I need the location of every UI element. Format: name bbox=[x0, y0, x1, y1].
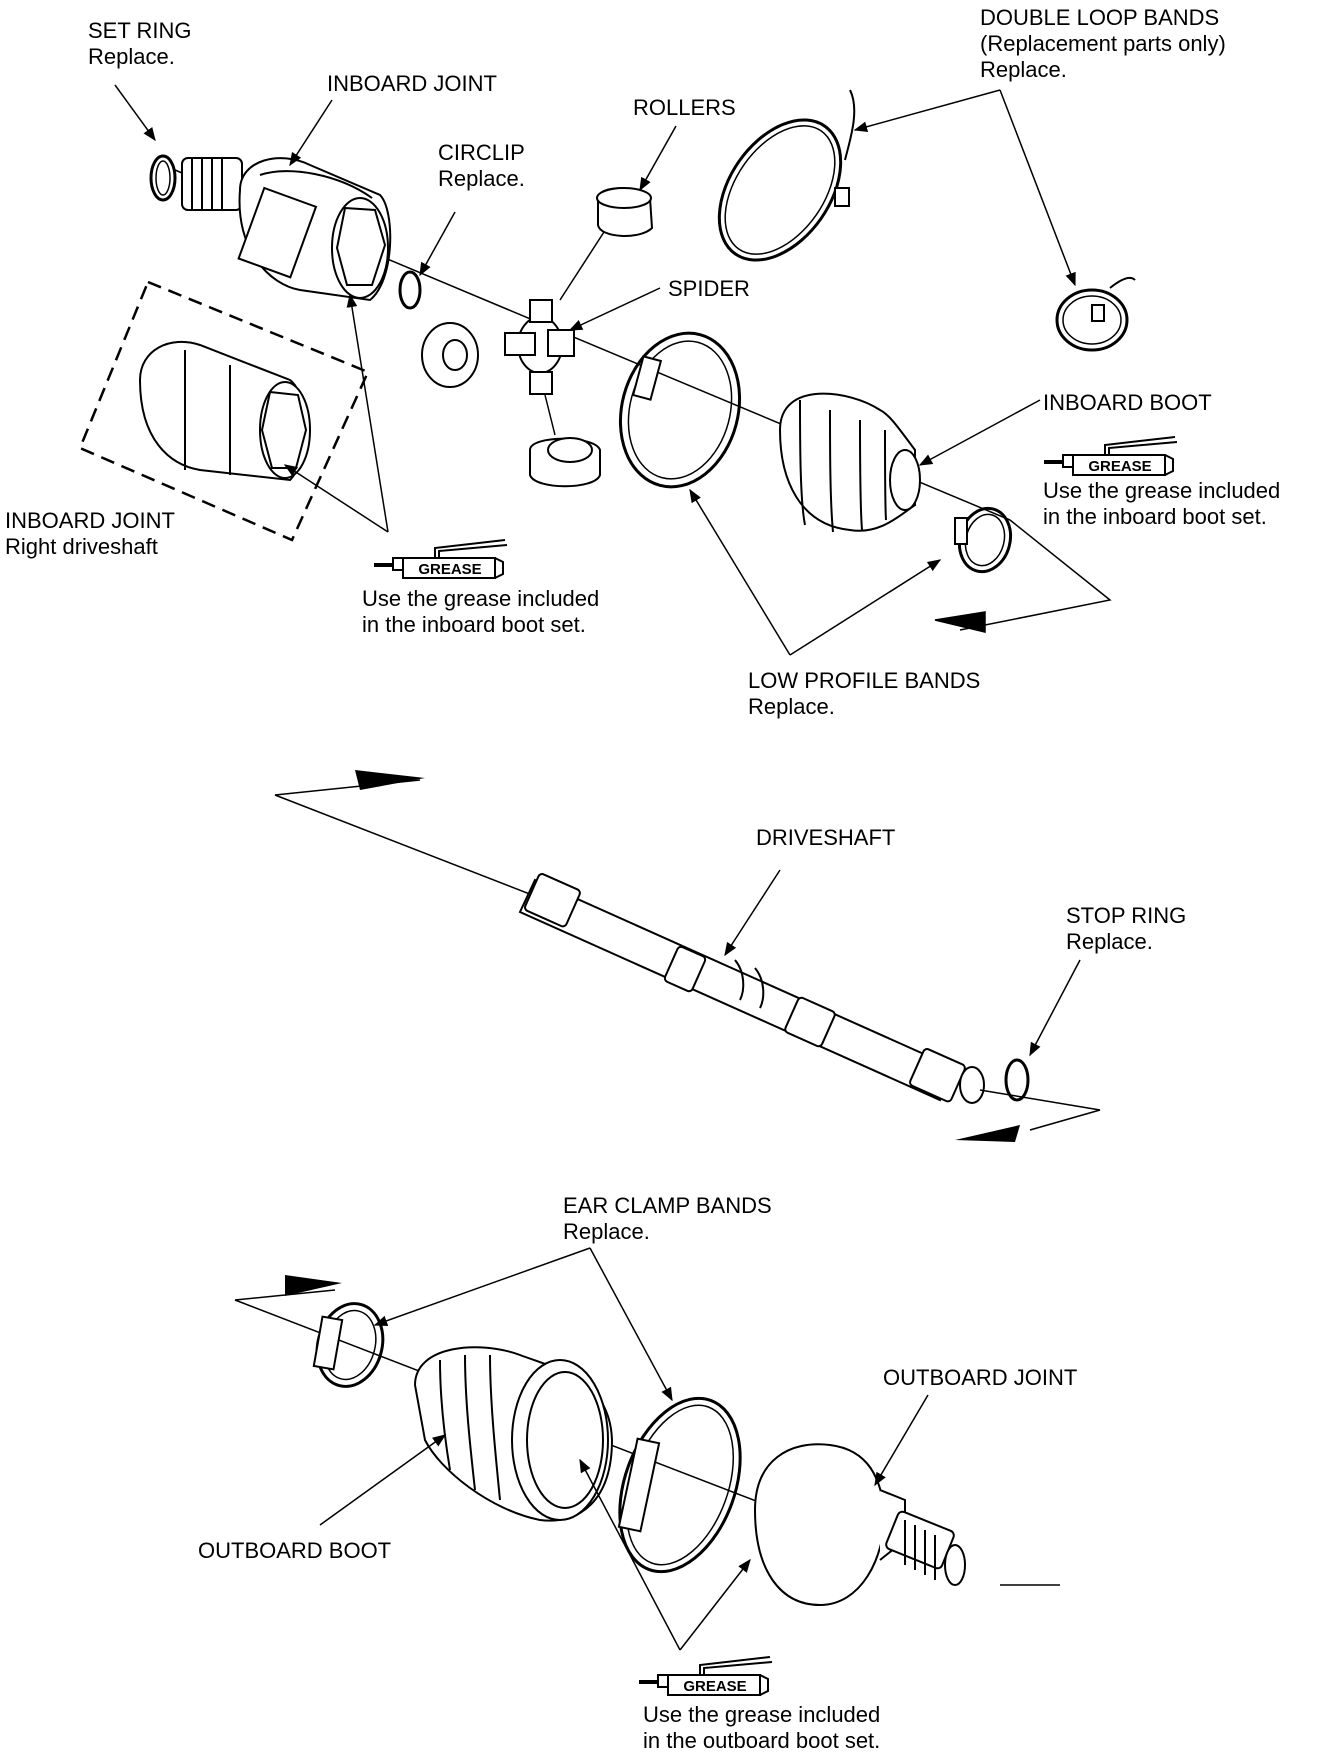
ear-clamp-bands-note: Replace. bbox=[563, 1219, 650, 1244]
inboard-joint-right-part bbox=[78, 280, 370, 542]
grease-tube-icon: GREASE bbox=[374, 539, 508, 579]
ear-clamp-bands-name: EAR CLAMP BANDS bbox=[563, 1193, 772, 1218]
bottom-leader-lines bbox=[319, 1247, 929, 1651]
inboard-joint-right-note: Right driveshaft bbox=[5, 534, 158, 559]
circlip-name: CIRCLIP bbox=[438, 140, 525, 165]
set-ring-note: Replace. bbox=[88, 44, 175, 69]
label-inboard-joint-right: INBOARD JOINT Right driveshaft bbox=[5, 508, 175, 560]
spider-name: SPIDER bbox=[668, 276, 750, 301]
roller-part-1 bbox=[421, 322, 479, 388]
outboard-joint-part bbox=[753, 1443, 966, 1607]
label-rollers: ROLLERS bbox=[633, 95, 736, 121]
low-profile-bands-name: LOW PROFILE BANDS bbox=[748, 668, 981, 693]
label-outboard-joint: OUTBOARD JOINT bbox=[883, 1365, 1077, 1391]
set-ring-part bbox=[149, 154, 177, 202]
svg-text:GREASE: GREASE bbox=[418, 561, 481, 578]
roller-part-3 bbox=[529, 437, 601, 488]
grease-note-line2: in the inboard boot set. bbox=[362, 612, 586, 637]
grease-tube-icon: GREASE bbox=[1044, 436, 1178, 476]
grease-tube-icon: GREASE bbox=[639, 1656, 773, 1696]
inboard-boot-name: INBOARD BOOT bbox=[1043, 390, 1212, 415]
grease-note-line2: in the outboard boot set. bbox=[643, 1728, 881, 1753]
outboard-joint-name: OUTBOARD JOINT bbox=[883, 1365, 1078, 1390]
label-low-profile-bands: LOW PROFILE BANDS Replace. bbox=[748, 668, 980, 720]
label-outboard-boot: OUTBOARD BOOT bbox=[198, 1538, 391, 1564]
inboard-joint-right-name: INBOARD JOINT bbox=[5, 508, 175, 533]
double-loop-bands-name: DOUBLE LOOP BANDS bbox=[980, 5, 1220, 30]
middle-leader-lines bbox=[724, 869, 1081, 1057]
grease-note-outboard: Use the grease included in the outboard … bbox=[643, 1702, 880, 1754]
double-loop-bands-note2: Replace. bbox=[980, 57, 1067, 82]
spider-part bbox=[504, 214, 616, 436]
driveshaft-name: DRIVESHAFT bbox=[756, 825, 896, 850]
inboard-assembly bbox=[78, 89, 1136, 574]
ear-clamp-band-small bbox=[312, 1302, 385, 1388]
label-inboard-joint: INBOARD JOINT bbox=[327, 71, 497, 97]
outboard-assembly bbox=[234, 1275, 1060, 1607]
label-double-loop-bands: DOUBLE LOOP BANDS (Replacement parts onl… bbox=[980, 5, 1226, 83]
low-profile-band-large bbox=[618, 331, 742, 489]
outboard-boot-part bbox=[413, 1346, 614, 1522]
low-profile-bands-note: Replace. bbox=[748, 694, 835, 719]
grease-note-inboard-boot: Use the grease included in the inboard b… bbox=[1043, 478, 1280, 530]
inboard-boot-part bbox=[778, 392, 921, 533]
label-driveshaft: DRIVESHAFT bbox=[756, 825, 895, 851]
grease-note-line1: Use the grease included bbox=[1043, 478, 1281, 503]
svg-text:GREASE: GREASE bbox=[683, 1678, 746, 1695]
label-ear-clamp-bands: EAR CLAMP BANDS Replace. bbox=[563, 1193, 772, 1245]
section-continuation-arrow-icon bbox=[934, 519, 1112, 633]
label-stop-ring: STOP RING Replace. bbox=[1066, 903, 1186, 955]
inboard-joint-part bbox=[181, 157, 392, 302]
svg-text:GREASE: GREASE bbox=[1088, 458, 1151, 475]
circlip-part bbox=[398, 270, 422, 310]
grease-note-inboard-joint: Use the grease included in the inboard b… bbox=[362, 586, 599, 638]
stop-ring-note: Replace. bbox=[1066, 929, 1153, 954]
double-loop-band-small bbox=[1055, 277, 1136, 352]
top-leader-lines bbox=[114, 84, 1076, 656]
label-circlip: CIRCLIP Replace. bbox=[438, 140, 525, 192]
rollers-name: ROLLERS bbox=[633, 95, 736, 120]
grease-note-line2: in the inboard boot set. bbox=[1043, 504, 1267, 529]
set-ring-name: SET RING bbox=[88, 18, 192, 43]
stop-ring-name: STOP RING bbox=[1066, 903, 1187, 928]
stop-ring-part bbox=[1004, 1058, 1030, 1102]
outboard-boot-name: OUTBOARD BOOT bbox=[198, 1538, 392, 1563]
low-profile-band-small bbox=[954, 506, 1013, 574]
label-set-ring: SET RING Replace. bbox=[88, 18, 192, 70]
ear-clamp-band-large bbox=[617, 1396, 742, 1574]
roller-part-2 bbox=[596, 187, 654, 237]
circlip-note: Replace. bbox=[438, 166, 525, 191]
label-inboard-boot: INBOARD BOOT bbox=[1043, 390, 1212, 416]
inboard-joint-name: INBOARD JOINT bbox=[327, 71, 497, 96]
label-spider: SPIDER bbox=[668, 276, 750, 302]
grease-note-line1: Use the grease included bbox=[362, 586, 600, 611]
driveshaft-part bbox=[274, 770, 1101, 1142]
double-loop-bands-note1: (Replacement parts only) bbox=[980, 31, 1226, 56]
double-loop-band-large bbox=[717, 89, 856, 262]
grease-note-line1: Use the grease included bbox=[643, 1702, 881, 1727]
